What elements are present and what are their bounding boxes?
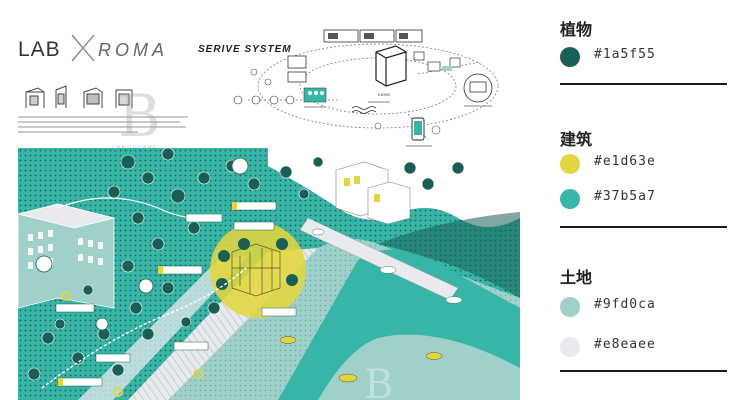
color-swatch [560, 189, 580, 209]
hex-code: #e8eaee [594, 337, 656, 352]
service-system-diagram: KIOSK [233, 29, 499, 147]
group-title-plants: 植物 [560, 20, 593, 39]
svg-text:B: B [364, 362, 393, 400]
hex-code: #1a5f55 [594, 47, 656, 62]
swatch-row: #1a5f55 [560, 46, 730, 68]
svg-text:KIOSK: KIOSK [378, 92, 391, 97]
hex-code: #9fd0ca [594, 297, 656, 312]
group-title-land: 土地 [560, 268, 593, 287]
hex-code: #e1d63e [594, 154, 656, 169]
caption-text-lines [18, 116, 188, 136]
color-swatch [560, 337, 580, 357]
poster-image: LAB ROMA SERIVE SYSTEM B LANDSCAPE KIOSK [18, 29, 520, 400]
swatch-row: #9fd0ca [560, 296, 730, 318]
service-system-title: SERIVE SYSTEM [198, 44, 292, 55]
color-swatch [560, 154, 580, 174]
divider [560, 83, 727, 85]
site-axonometric-map: B [18, 148, 520, 400]
watermark-letter: B [118, 82, 161, 150]
swatch-row: #e1d63e [560, 153, 730, 175]
color-swatch [560, 297, 580, 317]
hex-code: #37b5a7 [594, 189, 656, 204]
brand-lab: LAB [18, 38, 61, 61]
divider [560, 370, 727, 372]
kiosk-icons [25, 85, 133, 108]
divider [560, 226, 727, 228]
swatch-row: #e8eaee [560, 336, 730, 358]
color-swatch [560, 47, 580, 67]
cross-icon [71, 34, 95, 62]
brand-roma: ROMA [98, 40, 168, 60]
group-title-architecture: 建筑 [560, 130, 593, 149]
swatch-row: #37b5a7 [560, 188, 730, 210]
color-palette: 植物 #1a5f55 建筑 #e1d63e #37b5a7 土地 #9fd0ca… [520, 0, 733, 400]
